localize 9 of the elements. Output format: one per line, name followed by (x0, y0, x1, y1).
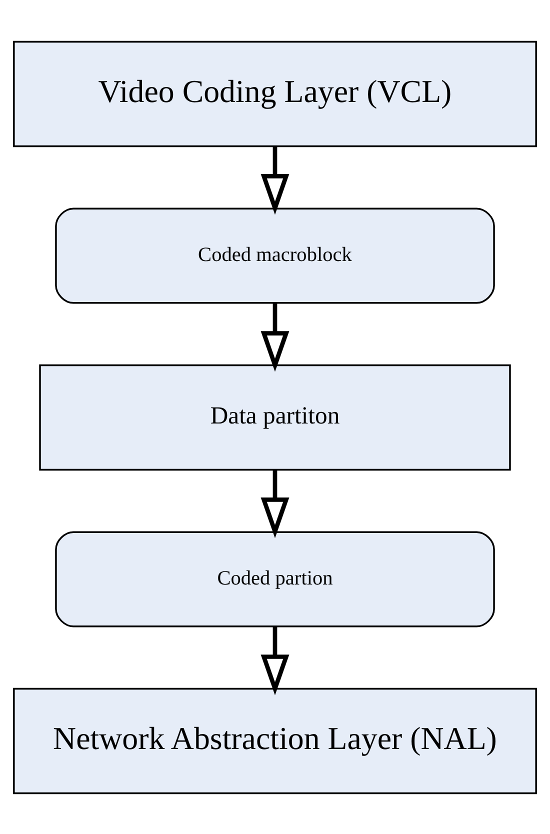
arrow (260, 626, 290, 695)
arrow (260, 146, 290, 214)
node-box: Data partiton (39, 364, 511, 470)
arrow (260, 470, 290, 538)
arrow (260, 302, 290, 372)
node-box: Coded macroblock (55, 207, 495, 304)
node-box: Network Abstraction Layer (NAL) (13, 687, 537, 794)
node-box: Coded partion (55, 530, 495, 627)
node-box: Video Coding Layer (VCL) (13, 40, 537, 147)
